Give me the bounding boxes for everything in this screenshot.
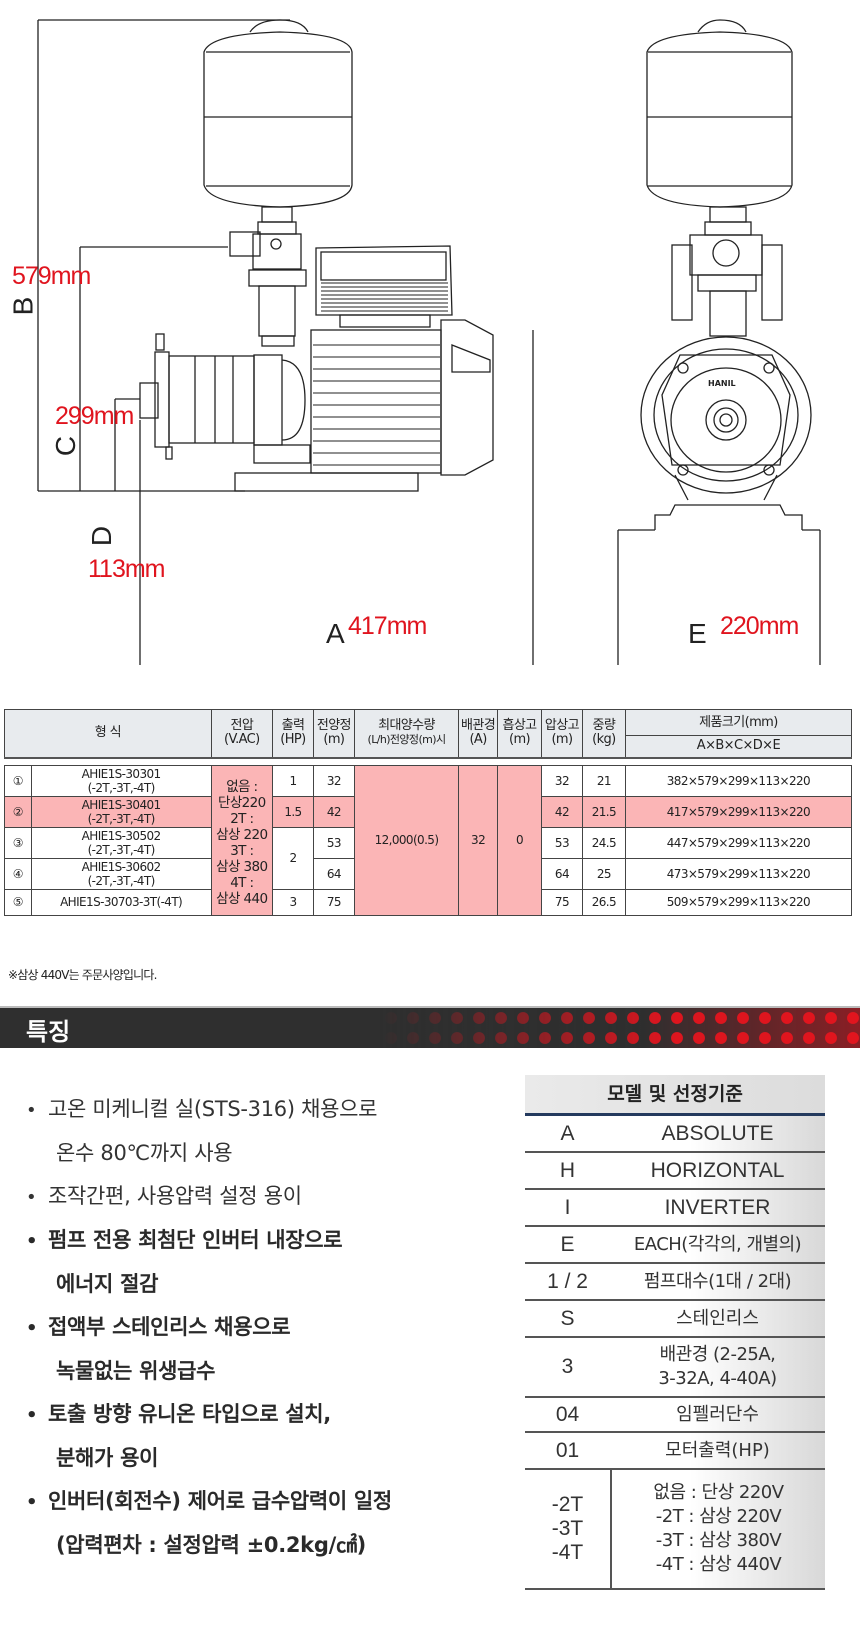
table-row: ④ AHIE1S-30602(-2T,-3T,-4T) 64 64 25 473… [4,857,853,890]
feature-item: •고온 미케니컬 실(STS-316) 채용으로 온수 80℃까지 사용 [26,1088,506,1175]
weight-cell: 21 [581,764,626,797]
bullet-icon: • [26,1231,38,1252]
discharge-cell: 75 [541,888,583,916]
features-title: 특징 [26,1018,71,1046]
head-cell: 32 [312,764,355,797]
dim-d-letter: D [86,525,118,547]
model-cell: AHIE1S-30401(-2T,-3T,-4T) [30,795,212,828]
model-cell: AHIE1S-30602(-2T,-3T,-4T) [30,857,212,890]
size-cell: 447×579×299×113×220 [624,826,853,859]
head-cell: 42 [312,795,355,828]
feature-item: •조작간편, 사용압력 설정 용이 [26,1175,506,1219]
weight-cell: 26.5 [581,888,626,916]
row-number: ② [4,795,32,828]
size-cell: 509×579×299×113×220 [624,888,853,916]
bullet-icon: • [26,1405,38,1426]
banner-divider [0,1006,860,1008]
header-output: 출력(HP) [272,709,314,758]
table-row: ① AHIE1S-30301(-2T,-3T,-4T) 없음 : 단상220 2… [4,764,853,916]
weight-cell: 24.5 [581,826,626,859]
dim-a-letter: A [326,618,345,649]
max-flow-merged-cell: 12,000(0.5) [353,764,460,916]
size-cell: 473×579×299×113×220 [624,857,853,890]
hp-cell: 1 [272,764,314,797]
hp-merged-cell: 2 [272,826,314,890]
dim-c-letter: C [50,435,82,457]
model-row-voltage: -2T -3T -4T 없음 : 단상 220V -2T : 삼상 220V -… [525,1470,825,1590]
dim-e-value: 220mm [720,612,799,640]
head-cell: 64 [312,857,355,890]
row-number: ⑤ [4,888,32,916]
model-cell: AHIE1S-30301(-2T,-3T,-4T) [30,764,212,797]
size-cell: 382×579×299×113×220 [624,764,853,797]
pump-side-view-drawing [37,19,534,665]
spec-footnote: ※삼상 440V는 주문사양입니다. [8,968,157,982]
header-voltage: 전압(V.AC) [210,709,274,758]
header-size-sub: A×B×C×D×E [624,735,853,758]
hp-cell: 3 [272,888,314,916]
voltage-merged-cell: 없음 : 단상220 2T : 삼상 220 3T : 삼상 380 4T : … [210,764,274,916]
brand-plate-text: HANIL [708,379,736,388]
spec-table: 형 식 전압(V.AC) 출력(HP) 전양정(m) 최대양수량(L/h)전양정… [4,709,853,916]
discharge-cell: 64 [541,857,583,890]
dim-e-letter: E [688,618,707,649]
dim-b-value: 579mm [12,262,91,290]
bullet-icon: • [26,1492,38,1513]
table-row: ⑤ AHIE1S-30703-3T(-4T) 3 75 75 26.5 509×… [4,888,853,916]
header-total-head: 전양정(m) [312,709,355,758]
bullet-icon: • [26,1100,37,1121]
bullet-icon: • [26,1187,37,1208]
model-cell: AHIE1S-30703-3T(-4T) [30,888,212,916]
header-size: 제품크기(mm) [624,709,853,736]
dim-c-value: 299mm [55,402,134,430]
header-discharge: 압상고(m) [541,709,583,758]
header-max-flow: 최대양수량(L/h)전양정(m)시 [353,709,460,758]
weight-cell: 21.5 [581,795,626,828]
feature-item: •인버터(회전수) 제어로 급수압력이 일정 (압력편차 : 설정압력 ±0.2… [26,1480,506,1567]
hp-cell: 1.5 [272,795,314,828]
feature-item: •접액부 스테인리스 채용으로 녹물없는 위생급수 [26,1306,506,1393]
feature-item: •토출 방향 유니온 타입으로 설치, 분해가 용이 [26,1393,506,1480]
pipe-merged-cell: 32 [458,764,499,916]
suction-merged-cell: 0 [497,764,542,916]
pump-front-view-drawing: HANIL [617,19,821,665]
model-cell: AHIE1S-30502(-2T,-3T,-4T) [30,826,212,859]
header-weight: 중량(kg) [581,709,626,758]
dim-a-value: 417mm [348,612,427,640]
features-banner: 특징 [0,1008,860,1048]
row-number: ① [4,764,32,797]
weight-cell: 25 [581,857,626,890]
discharge-cell: 53 [541,826,583,859]
header-model: 형 식 [4,709,212,758]
dim-b-letter: B [7,296,39,316]
bullet-icon: • [26,1318,38,1339]
header-pipe: 배관경(A) [458,709,499,758]
header-suction: 흡상고(m) [497,709,542,758]
row-number: ③ [4,826,32,859]
dim-d-value: 113mm [88,555,166,583]
head-cell: 75 [312,888,355,916]
head-cell: 53 [312,826,355,859]
row-number: ④ [4,857,32,890]
discharge-cell: 42 [541,795,583,828]
size-cell: 417×579×299×113×220 [624,795,853,828]
pump-front-view-diagram: HANIL E 220mm [580,0,860,670]
model-table-title: 모델 및 선정기준 [525,1075,825,1116]
feature-item: •펌프 전용 최첨단 인버터 내장으로 에너지 절감 [26,1219,506,1306]
features-list: •고온 미케니컬 실(STS-316) 채용으로 온수 80℃까지 사용 •조작… [26,1088,506,1567]
banner-dot-pattern [380,1008,860,1048]
discharge-cell: 32 [541,764,583,797]
pump-side-view-diagram: 579mm B 299mm C 113mm D A 417mm [0,0,560,670]
